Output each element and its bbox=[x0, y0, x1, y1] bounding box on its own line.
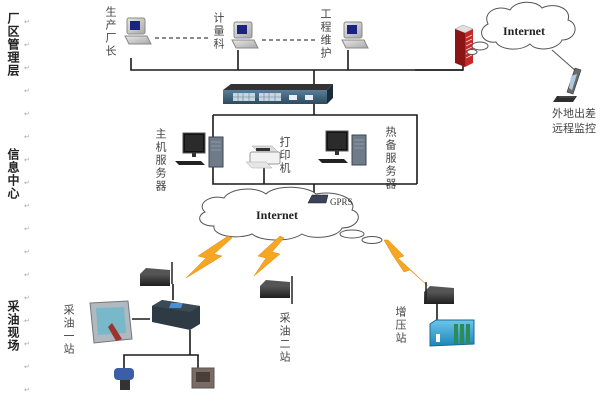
layer-label-info-center: 信息中心 bbox=[6, 148, 20, 200]
paragraph-mark: ↵ bbox=[24, 110, 30, 118]
label-station2: 采油二站 bbox=[278, 312, 291, 364]
lightning-bolt-icon bbox=[185, 235, 233, 279]
touch-panel-icon bbox=[89, 300, 133, 344]
paragraph-mark: ↵ bbox=[24, 340, 30, 348]
label-internet-top: Internet bbox=[503, 24, 545, 38]
flowmeter-icon bbox=[114, 368, 134, 390]
paragraph-mark: ↵ bbox=[24, 87, 30, 95]
paragraph-mark: ↵ bbox=[24, 18, 30, 26]
paragraph-mark: ↵ bbox=[24, 64, 30, 72]
layer-label-management: 厂区管理层 bbox=[6, 12, 20, 77]
label-main-server: 主机服务器 bbox=[154, 128, 167, 193]
paragraph-mark: ↵ bbox=[24, 363, 30, 371]
paragraph-mark: ↵ bbox=[24, 317, 30, 325]
paragraph-mark: ↵ bbox=[24, 156, 30, 164]
paragraph-mark: ↵ bbox=[24, 41, 30, 49]
label-metering: 计量科 bbox=[212, 12, 225, 51]
label-printer: 打印机 bbox=[278, 136, 291, 175]
paragraph-mark: ↵ bbox=[24, 225, 30, 233]
radio-modem-booster-icon bbox=[424, 282, 454, 304]
label-gprs: GPRS bbox=[330, 197, 353, 207]
pc-maintenance-icon bbox=[341, 21, 369, 49]
label-director: 生产厂长 bbox=[104, 6, 117, 58]
network-switch-icon bbox=[223, 84, 333, 104]
paragraph-mark: ↵ bbox=[24, 248, 30, 256]
wireless-links bbox=[185, 235, 429, 287]
label-remote-line1: 外地出差 bbox=[552, 107, 596, 120]
label-maintenance: 工程维护 bbox=[319, 8, 332, 60]
management-bus bbox=[130, 50, 464, 84]
paragraph-mark: ↵ bbox=[24, 133, 30, 141]
station1-field-bus bbox=[123, 330, 199, 368]
layer-label-field: 采油现场 bbox=[6, 300, 20, 352]
pc-director-icon bbox=[124, 17, 152, 45]
backup-server-icon bbox=[318, 130, 367, 166]
pc-metering-icon bbox=[231, 21, 259, 49]
label-station1: 采油一站 bbox=[62, 304, 75, 356]
internet-cloud-top bbox=[466, 1, 576, 55]
laptop-icon bbox=[553, 67, 582, 102]
rtu-controller-icon bbox=[152, 300, 200, 330]
main-server-icon bbox=[175, 132, 224, 168]
printer-icon bbox=[245, 145, 281, 169]
label-backup-server: 热备服务器 bbox=[384, 126, 397, 191]
firewall-icon bbox=[454, 24, 474, 67]
paragraph-mark: ↵ bbox=[24, 386, 30, 394]
paragraph-mark: ↵ bbox=[24, 294, 30, 302]
paragraph-mark: ↵ bbox=[24, 271, 30, 279]
remote-link bbox=[551, 49, 578, 73]
radio-modem-station2-icon bbox=[260, 276, 293, 304]
paragraph-mark: ↵ bbox=[24, 202, 30, 210]
paragraph-mark: ↵ bbox=[24, 179, 30, 187]
plc-rack-icon bbox=[429, 319, 475, 347]
gprs-modem-icon bbox=[307, 194, 329, 204]
label-booster: 增压站 bbox=[394, 306, 407, 345]
radio-modem-station1-icon bbox=[140, 262, 173, 286]
lightning-bolt-icon bbox=[253, 235, 285, 277]
lightning-bolt-icon bbox=[383, 239, 429, 287]
meter-device-icon bbox=[191, 367, 215, 389]
label-remote-line2: 远程监控 bbox=[552, 122, 596, 135]
peer-dashed-links bbox=[155, 37, 315, 41]
label-internet-middle: Internet bbox=[256, 208, 298, 222]
